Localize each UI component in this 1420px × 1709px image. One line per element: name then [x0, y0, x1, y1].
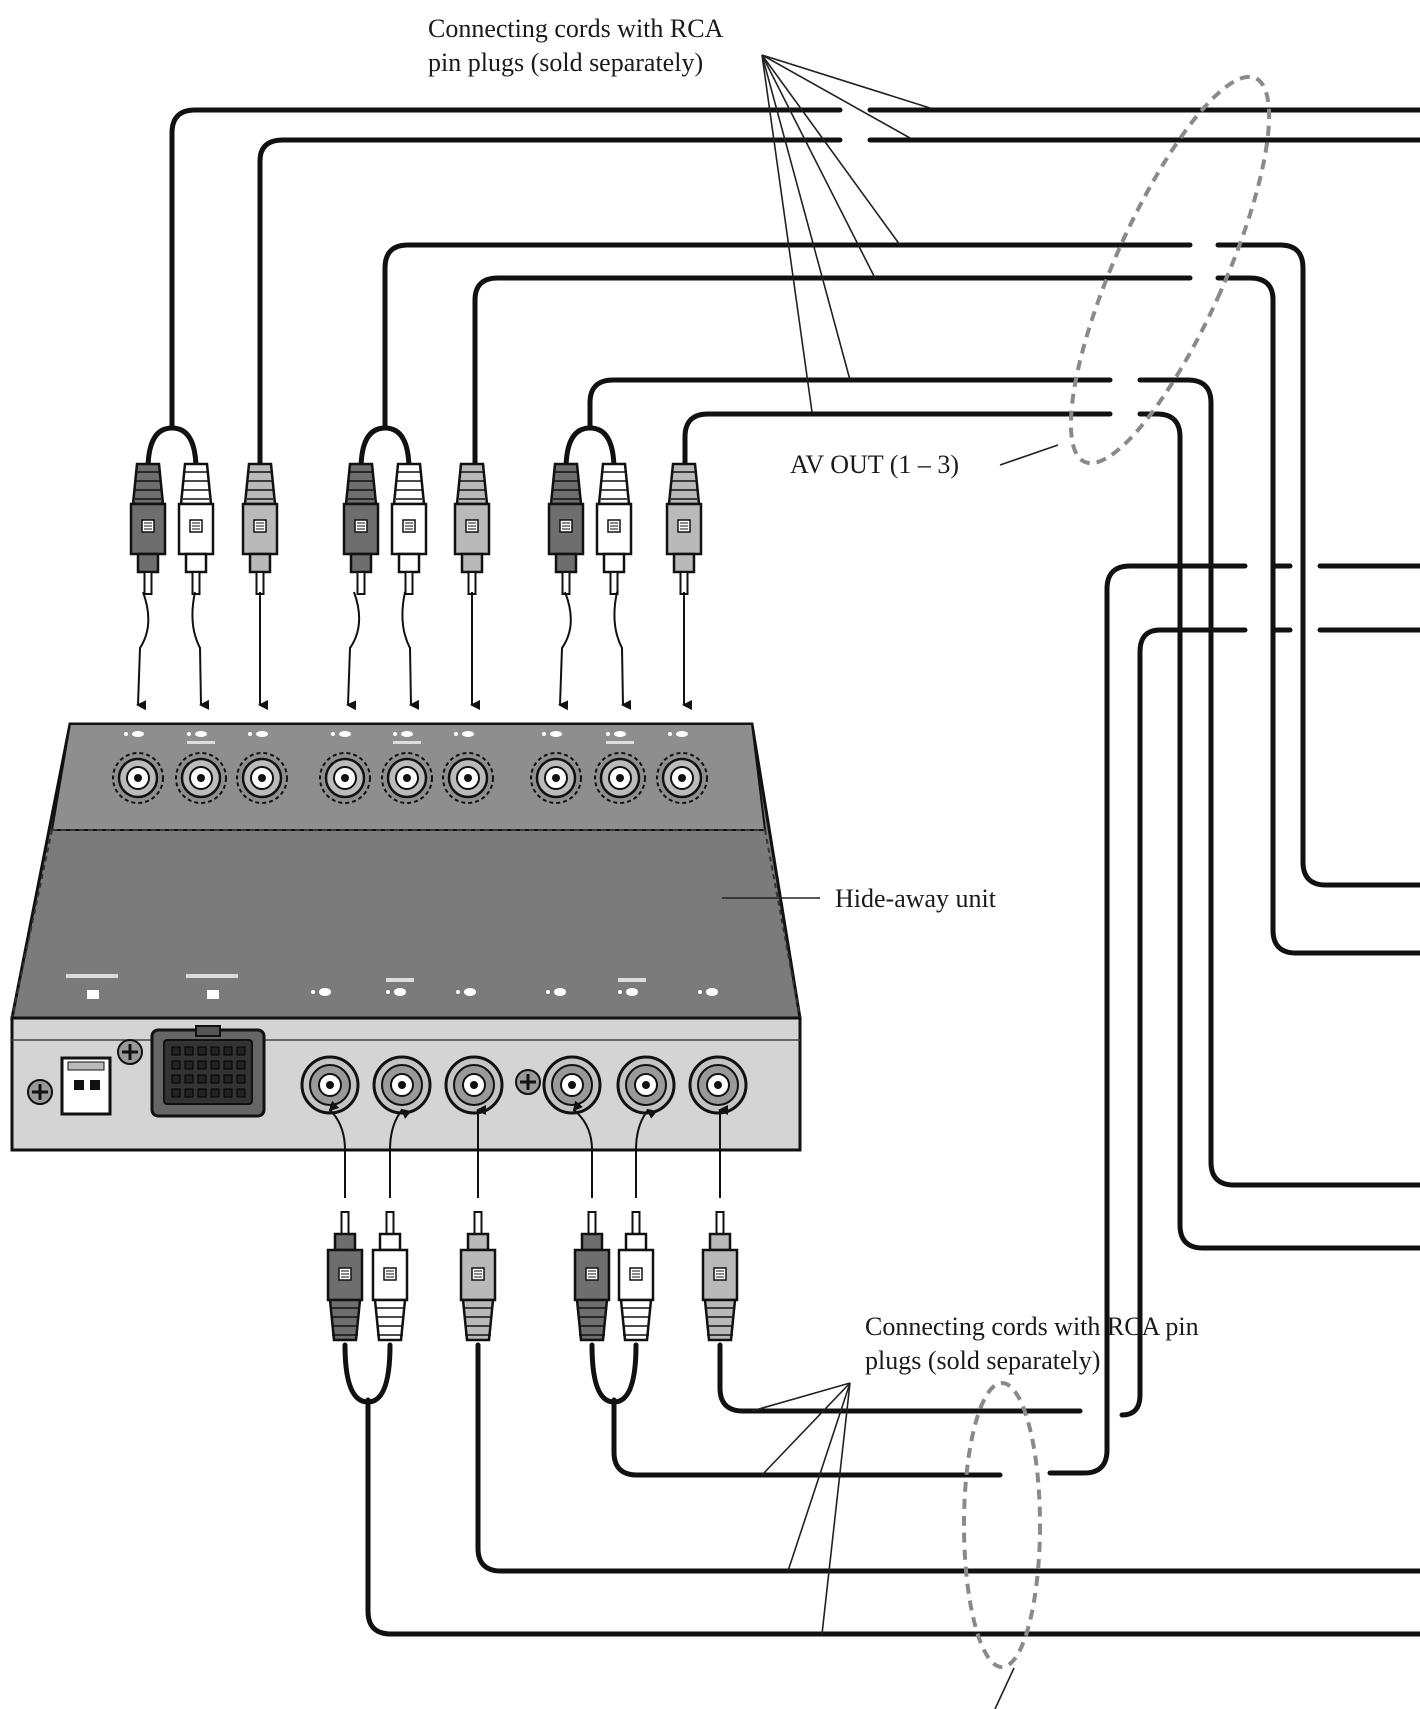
arrow-out-jack-2: [389, 1108, 412, 1198]
rca-jack-icon: [112, 752, 164, 804]
av-out-group-ellipse: [1068, 74, 1272, 466]
surface-markings: [66, 974, 718, 999]
label-hide-away-unit: Hide-away unit: [835, 884, 997, 913]
rca-jack-icon: [656, 752, 708, 804]
cord-av1-video: [257, 137, 1420, 468]
rca-plug-icon: [326, 1211, 364, 1342]
rca-jack-icon: [319, 752, 371, 804]
power-connector-icon: [60, 1056, 112, 1116]
cord-lower-av-audio: [1047, 563, 1420, 1476]
cord-out-video-a: [717, 1342, 1083, 1414]
bottom-arrows: [328, 1100, 728, 1198]
top-cords: [169, 107, 1420, 1251]
rca-plug-icon: [241, 462, 279, 595]
rca-plug-icon: [342, 462, 380, 595]
rca-plug-icon: [595, 462, 633, 595]
rca-plug-icon: [129, 462, 167, 595]
lower-cord-runs: [1047, 563, 1420, 1476]
multi-pin-connector-icon: [150, 1025, 266, 1118]
rca-plug-icon: [390, 462, 428, 595]
top-jacks: [112, 752, 708, 804]
screw-icon: [27, 1079, 53, 1105]
arrow-into-jack-7: [558, 591, 572, 711]
cord-loop-bottom-2: [589, 1342, 639, 1405]
rca-plug-icon: [617, 1211, 655, 1342]
arrow-out-jack-1: [328, 1100, 346, 1198]
cord-loop-top-1: [145, 425, 199, 473]
cord-av1-audio: [169, 107, 1420, 428]
rca-jack-icon: [381, 752, 433, 804]
rca-jack-icon: [372, 1055, 432, 1115]
arrow-out-jack-4: [572, 1100, 593, 1198]
hide-away-unit: [10, 722, 802, 1152]
label-cords-bottom: Connecting cords with RCA pin plugs (sol…: [865, 1310, 1199, 1378]
rca-jack-icon: [594, 752, 646, 804]
rca-jack-icon: [542, 1055, 602, 1115]
top-plugs: [129, 462, 703, 595]
cord-out-video-b: [475, 1342, 1420, 1574]
top-arrows: [136, 591, 692, 711]
top-panel-markings: [124, 731, 688, 744]
arrow-into-jack-4: [346, 591, 361, 711]
arrow-into-jack-1: [136, 591, 150, 711]
cord-out-audio-b: [365, 1397, 1420, 1637]
arrow-into-jack-2: [191, 591, 210, 710]
rca-plug-icon: [701, 1211, 739, 1342]
arrow-into-jack-8: [613, 591, 632, 710]
rca-jack-icon: [300, 1055, 360, 1115]
rca-plug-icon: [177, 462, 215, 595]
rca-jack-icon: [530, 752, 582, 804]
rca-jack-icon: [444, 1055, 504, 1115]
rca-plug-icon: [453, 462, 491, 595]
bottom-group-ellipse: [962, 1381, 1042, 1669]
screw-icon: [117, 1039, 143, 1065]
rca-jack-icon: [442, 752, 494, 804]
leader-lines: [722, 54, 1059, 1709]
cord-av2-audio: [382, 242, 1420, 888]
top-loops: [145, 425, 617, 473]
cord-av3-video: [682, 411, 1420, 1251]
cord-av2-video: [472, 275, 1420, 956]
rca-plug-icon: [459, 1211, 497, 1342]
label-cords-bottom-line2: plugs (sold separately): [865, 1346, 1101, 1375]
label-cords-top: Connecting cords with RCA pin plugs (sol…: [428, 12, 723, 80]
rca-plug-icon: [665, 462, 703, 595]
bottom-cords: [342, 1342, 1420, 1637]
rca-jack-icon: [175, 752, 227, 804]
arrow-out-jack-5: [635, 1108, 658, 1198]
bottom-plugs: [326, 1211, 739, 1342]
cord-loop-top-3: [563, 425, 617, 473]
label-cords-top-line2: pin plugs (sold separately): [428, 48, 704, 77]
cord-loop-bottom-1: [342, 1342, 393, 1405]
cord-loop-top-2: [358, 425, 412, 473]
label-cords-bottom-line1: Connecting cords with RCA pin: [865, 1312, 1199, 1341]
rca-jack-icon: [616, 1055, 676, 1115]
screw-icon: [515, 1069, 541, 1095]
rca-jack-icon: [688, 1055, 748, 1115]
rca-plug-icon: [371, 1211, 409, 1342]
cord-lower-video-end: [1119, 1385, 1143, 1418]
label-av-out: AV OUT (1 – 3): [790, 450, 960, 479]
rca-plug-icon: [547, 462, 585, 595]
rca-jack-icon: [236, 752, 288, 804]
label-cords-top-line1: Connecting cords with RCA: [428, 14, 724, 43]
cord-out-audio-a: [611, 1397, 1003, 1478]
cord-lower-av-video: [1137, 627, 1420, 1391]
cord-av3-audio: [587, 377, 1420, 1188]
arrow-into-jack-5: [401, 591, 420, 710]
front-jacks: [300, 1055, 748, 1115]
rca-plug-icon: [573, 1211, 611, 1342]
